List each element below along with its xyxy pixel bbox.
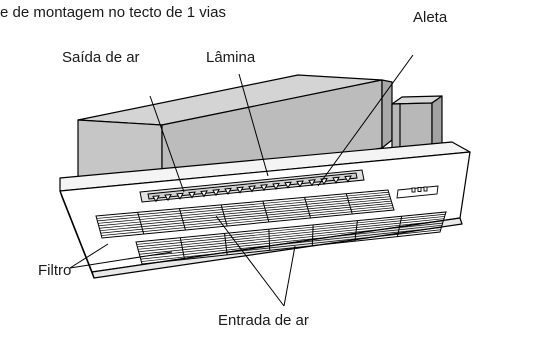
grille-slat: [96, 191, 389, 219]
grille-divider: [268, 229, 271, 251]
air-intake-grille-lower: [135, 211, 447, 265]
louver-flap: [176, 192, 184, 200]
label-saida-de-ar: Saída de ar: [62, 49, 140, 66]
grille-slat: [100, 205, 393, 234]
grille-slat: [98, 198, 391, 227]
diagram-title: e de montagem no tecto de 1 vias: [0, 4, 226, 21]
grille-slat: [139, 224, 443, 258]
grille-divider: [137, 212, 145, 235]
louver-flap: [212, 189, 220, 197]
leader-lines: [69, 54, 414, 307]
grille-divider: [396, 216, 403, 237]
grille-divider: [354, 220, 358, 242]
grille-slat: [141, 229, 441, 262]
grille-divider: [304, 197, 312, 219]
louver-flap: [332, 176, 340, 184]
louver-flap: [248, 185, 256, 193]
grille-slat: [137, 216, 445, 248]
louver-flap: [284, 181, 292, 189]
louver-flap: [260, 184, 268, 192]
grille-divider: [178, 208, 186, 231]
label-lamina: Lâmina: [206, 49, 256, 66]
louver-flap: [188, 191, 196, 199]
label-entrada-de-ar: Entrada de ar: [218, 312, 309, 329]
louver-flap: [344, 175, 352, 183]
louver-flap: [308, 179, 316, 187]
grille-slat: [139, 222, 443, 255]
louver-flap: [152, 195, 160, 203]
grille-slat: [97, 196, 391, 224]
louver-flap: [224, 187, 232, 195]
louver-flap: [236, 186, 244, 194]
louver-flap: [272, 182, 280, 191]
grille-slat: [138, 220, 444, 253]
label-filtro: Filtro: [38, 262, 72, 279]
grille-divider: [311, 224, 314, 246]
grille-divider: [345, 193, 353, 215]
grille-divider: [179, 237, 186, 260]
grille-divider: [224, 233, 228, 255]
grille-slat: [136, 213, 446, 245]
label-aleta: Aleta: [413, 9, 448, 26]
grille-slat: [101, 207, 394, 236]
grille-slat: [97, 194, 390, 222]
side-box: [391, 95, 443, 151]
grille-divider: [262, 201, 270, 223]
grille-slat: [140, 227, 442, 260]
louver-flap: [296, 180, 304, 188]
unit-body: [77, 74, 393, 186]
grille-slat: [99, 202, 393, 232]
louver-flaps: [152, 175, 352, 203]
louver-flap: [200, 190, 208, 198]
grille-divider: [220, 204, 228, 227]
air-intake-grille-upper: [95, 189, 395, 239]
receiver-panel: [396, 185, 439, 199]
grille-slat: [99, 200, 392, 229]
louver-flap: [164, 193, 172, 202]
grille-slat: [137, 218, 445, 250]
